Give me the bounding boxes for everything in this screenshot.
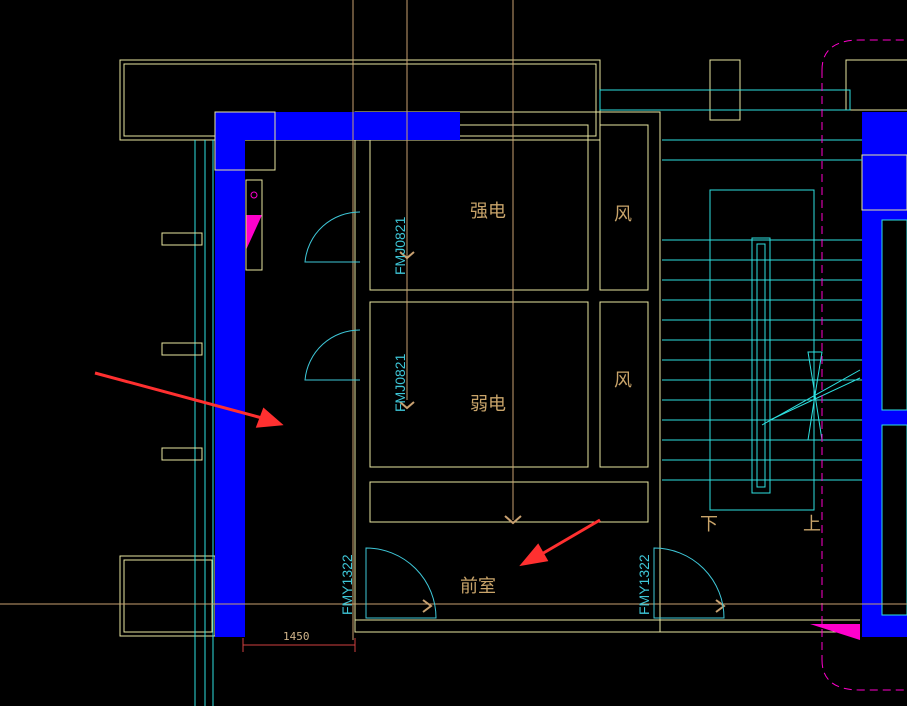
room-label-strong: 强电 [470,201,506,222]
right-window-2 [881,424,907,616]
room-label-anteroom: 前室 [460,576,496,597]
wind-shaft-bottom [599,301,649,468]
stair-break-icon [807,351,823,396]
window-mark-3 [161,447,203,461]
dimension-label: 1450 [283,630,310,643]
stair-break-icon-2 [807,394,823,441]
door-swing-mid [304,329,361,381]
stair-down-label: 下 [700,514,718,535]
chevron-right-icon [422,599,433,613]
chevron-right-icon [715,599,726,613]
corner-column [214,111,276,171]
wind-shaft-top [599,124,649,291]
room-label-wind-bottom: 风 [614,370,632,391]
door-code-right: FMY1322 [636,554,652,615]
stair-up-label: 上 [803,514,821,535]
hinge-dot [250,191,258,199]
door-code-left: FMY1322 [339,554,355,615]
bottom-left-block-inner [123,559,213,633]
magenta-triangle-icon [810,624,860,640]
window-mark-2 [161,342,203,356]
weak-elec-room [369,301,589,468]
chevron-down-icon [399,401,415,410]
wall-top [215,112,460,140]
door-code-mid: FMJ0821 [392,353,408,412]
red-arrow-icon [539,518,601,557]
window-mark-1 [161,232,203,246]
red-arrow-icon [94,371,263,420]
room-label-weak: 弱电 [470,394,506,415]
magenta-boundary-top [821,39,907,71]
magenta-boundary-bottom [821,659,907,691]
red-arrow-head-icon [519,543,549,567]
room-label-wind-top: 风 [614,204,632,225]
door-swing-left [365,547,437,619]
magenta-triangle-icon [246,215,262,250]
door-swing-right [653,547,725,619]
right-column [861,154,907,211]
shaft-bottom-strip [369,481,649,523]
chevron-down-icon [504,515,522,525]
stair-treads [599,89,862,511]
stair-top-rail [599,89,851,111]
chevron-down-icon [399,251,415,260]
door-swing-top [304,211,361,263]
bottom-left-block [119,555,216,637]
right-window-1 [881,219,907,411]
right-top-block [845,59,907,111]
door-code-top: FMJ0821 [392,216,408,275]
red-arrow-head-icon [255,407,284,428]
strong-elec-room [369,124,589,291]
wall-left [215,112,245,637]
hinge-frame [245,179,263,271]
